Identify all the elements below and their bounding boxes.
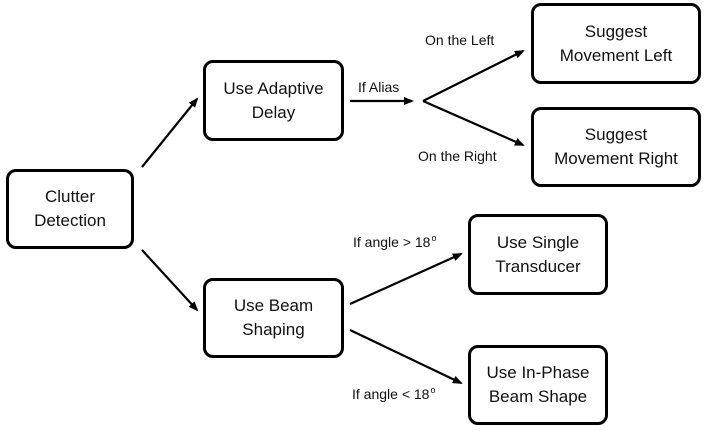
node-clutter-detection-label: Clutter Detection (34, 187, 106, 230)
degree-mark: o (431, 233, 437, 243)
edge-label-angle-greater-text: If angle > 18 (353, 234, 431, 250)
edge-label-if-alias: If Alias (358, 79, 400, 95)
edge-label-angle-greater: If angle > 18o (353, 233, 437, 252)
node-beam-shaping-label: Use Beam Shaping (233, 296, 314, 339)
arrow-split-to-movement-left (422, 50, 525, 102)
node-clutter-detection: Clutter Detection (6, 169, 134, 249)
arrow-beam-shaping-to-in-phase-beam (349, 329, 463, 384)
node-in-phase-beam-shape: Use In-Phase Beam Shape (468, 345, 608, 425)
node-adaptive-delay-label: Use Adaptive Delay (223, 78, 324, 122)
node-single-transducer-label: Use Single Transducer (495, 232, 581, 276)
node-movement-right: Suggest Movement Right (531, 107, 701, 187)
edge-label-angle-less: If angle < 18o (352, 385, 436, 404)
edge-label-angle-less-text: If angle < 18 (352, 386, 430, 402)
arrow-beam-shaping-to-single-transducer (349, 252, 463, 306)
edge-label-on-the-left: On the Left (425, 32, 495, 48)
arrow-clutter-to-beam-shaping (141, 249, 199, 312)
node-movement-right-label: Suggest Movement Right (554, 125, 678, 168)
node-in-phase-beam-shape-label: Use In-Phase Beam Shape (486, 363, 590, 406)
node-single-transducer: Use Single Transducer (468, 214, 608, 295)
node-adaptive-delay: Use Adaptive Delay (203, 60, 344, 141)
degree-mark: o (430, 385, 436, 395)
arrow-clutter-to-adaptive-delay (141, 97, 199, 168)
edge-label-on-the-right: On the Right (418, 148, 497, 164)
arrow-split-to-movement-right (422, 99, 525, 147)
node-movement-left: Suggest Movement Left (531, 3, 701, 84)
node-beam-shaping: Use Beam Shaping (203, 278, 344, 358)
node-movement-left-label: Suggest Movement Left (559, 21, 673, 65)
